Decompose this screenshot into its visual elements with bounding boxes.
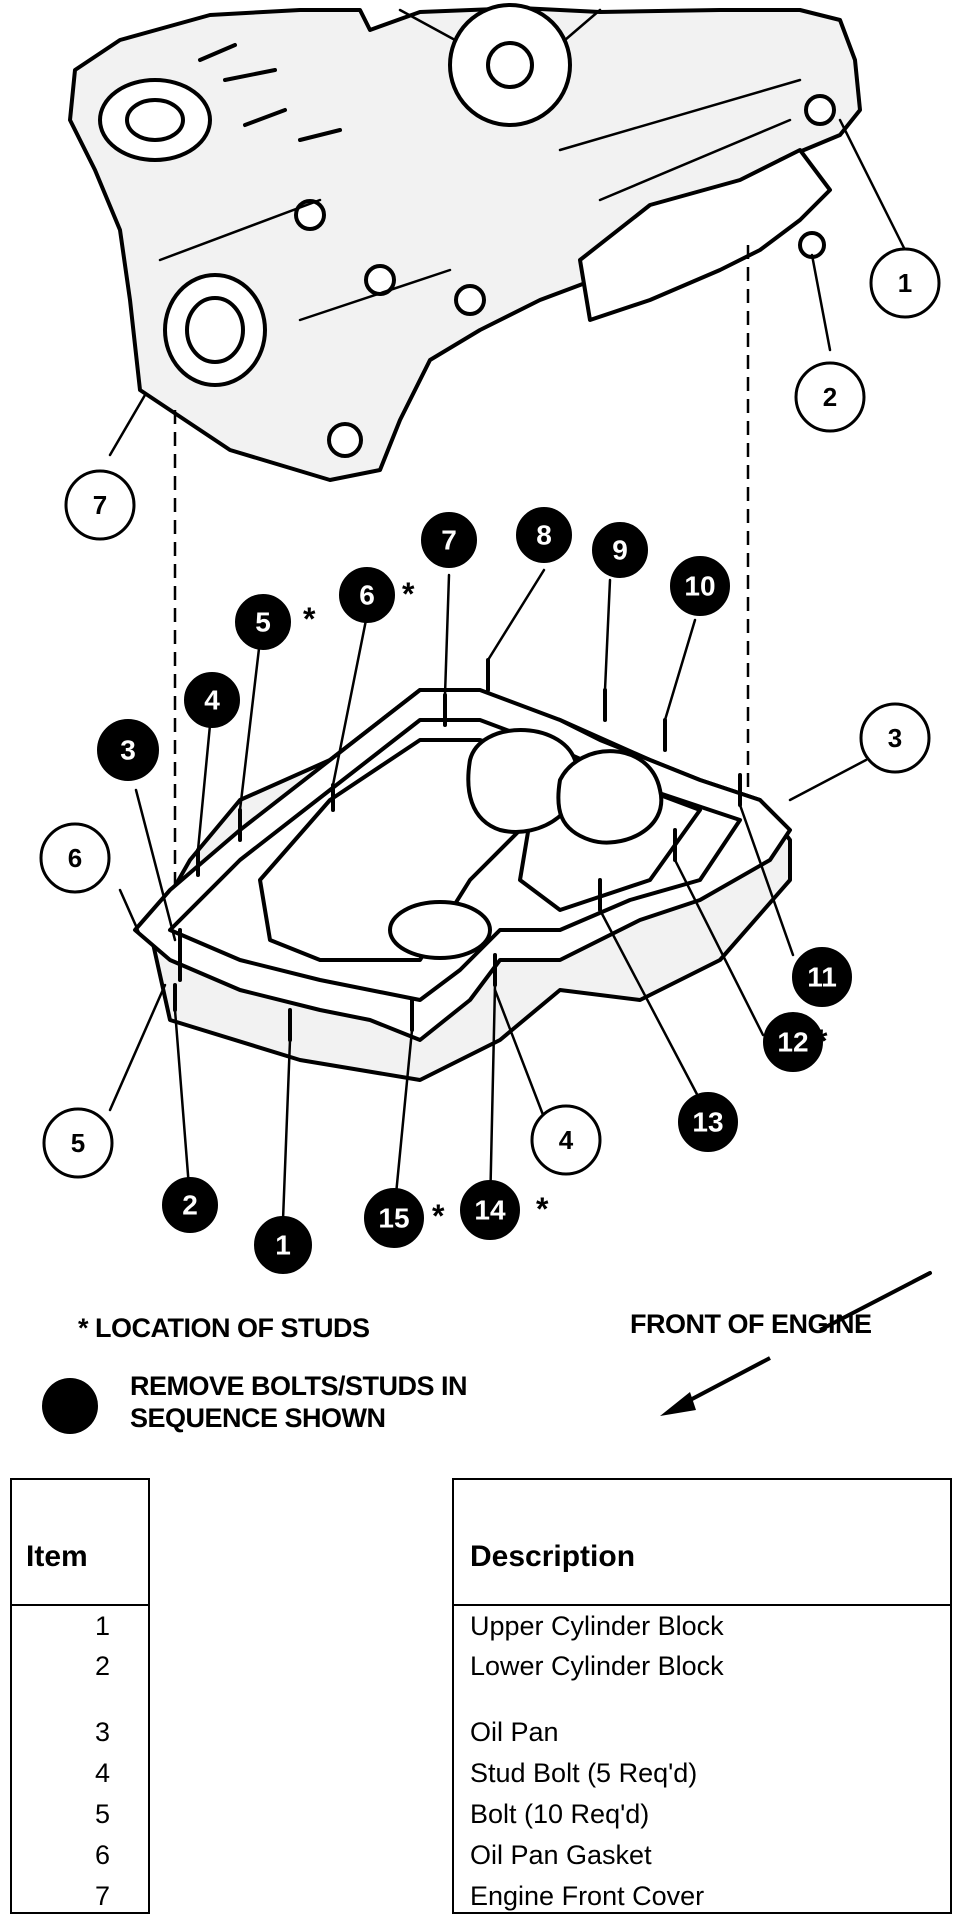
callout-1: 1 bbox=[869, 247, 941, 319]
item-cell: 7 bbox=[94, 1881, 110, 1911]
svg-text:6: 6 bbox=[68, 843, 82, 873]
svg-text:11: 11 bbox=[807, 962, 837, 993]
item-cell: 6 bbox=[94, 1840, 110, 1870]
svg-text:14: 14 bbox=[474, 1195, 506, 1226]
item-cell: 5 bbox=[94, 1799, 110, 1829]
svg-text:7: 7 bbox=[441, 525, 457, 556]
header-rule-item bbox=[10, 1604, 150, 1606]
svg-text:1: 1 bbox=[898, 268, 912, 298]
sequence-dot-icon bbox=[42, 1378, 98, 1434]
seq-7: 7 bbox=[421, 512, 477, 568]
svg-text:10: 10 bbox=[684, 571, 715, 602]
svg-text:4: 4 bbox=[204, 685, 220, 716]
stud-marker-14: * bbox=[536, 1191, 549, 1227]
svg-text:1: 1 bbox=[275, 1230, 291, 1261]
stud-marker-5: * bbox=[303, 601, 316, 637]
item-column-frame bbox=[10, 1478, 150, 1914]
svg-text:9: 9 bbox=[612, 535, 628, 566]
description-cell: Stud Bolt (5 Req'd) bbox=[470, 1758, 698, 1788]
description-cell: Oil Pan bbox=[470, 1717, 559, 1747]
item-cell: 4 bbox=[94, 1758, 110, 1788]
front-of-engine-label: FRONT OF ENGINE bbox=[630, 1309, 872, 1339]
svg-text:7: 7 bbox=[93, 490, 107, 520]
seq-13: 13 bbox=[678, 1092, 738, 1152]
stud-marker-6: * bbox=[402, 576, 415, 612]
svg-text:12: 12 bbox=[777, 1027, 808, 1058]
seq-12: 12 bbox=[763, 1012, 823, 1072]
svg-text:3: 3 bbox=[888, 723, 902, 753]
callout-5: 5 bbox=[42, 1107, 114, 1179]
seq-14: 14 bbox=[460, 1180, 520, 1240]
description-cell: Engine Front Cover bbox=[470, 1881, 705, 1911]
svg-text:13: 13 bbox=[692, 1107, 723, 1138]
description-column-frame bbox=[452, 1478, 952, 1914]
seq-10: 10 bbox=[670, 556, 730, 616]
sequence-legend-line1: REMOVE BOLTS/STUDS IN bbox=[130, 1371, 468, 1401]
svg-text:6: 6 bbox=[359, 580, 375, 611]
callout-3: 3 bbox=[859, 702, 931, 774]
sequence-legend-line2: SEQUENCE SHOWN bbox=[130, 1403, 386, 1433]
header-rule-description bbox=[452, 1604, 952, 1606]
svg-text:5: 5 bbox=[71, 1128, 85, 1158]
item-header: Item bbox=[26, 1540, 88, 1573]
item-cell: 2 bbox=[94, 1651, 110, 1681]
stud-marker-12: * bbox=[815, 1023, 828, 1059]
callout-2: 2 bbox=[794, 361, 866, 433]
callout-4: 4 bbox=[530, 1104, 602, 1176]
description-cell: Lower Cylinder Block bbox=[470, 1651, 724, 1681]
seq-1: 1 bbox=[254, 1216, 312, 1274]
svg-text:5: 5 bbox=[255, 607, 271, 638]
seq-6: 6 bbox=[339, 567, 395, 623]
seq-4: 4 bbox=[184, 672, 240, 728]
seq-8: 8 bbox=[516, 507, 572, 563]
stud-marker-15: * bbox=[432, 1198, 445, 1234]
pan-fasteners bbox=[173, 658, 742, 1042]
seq-9: 9 bbox=[592, 522, 648, 578]
svg-text:4: 4 bbox=[559, 1125, 574, 1155]
seq-2: 2 bbox=[162, 1177, 218, 1233]
item-cell: 1 bbox=[94, 1611, 110, 1641]
item-cell: 3 bbox=[94, 1717, 110, 1747]
svg-text:15: 15 bbox=[378, 1203, 409, 1234]
callout-7: 7 bbox=[64, 469, 136, 541]
svg-text:8: 8 bbox=[536, 520, 552, 551]
oil-pan-exploded-diagram: 1 2 7 3 6 5 4 3 4 5 6 7 8 9 10 11 12 13 … bbox=[39, 3, 941, 1280]
callout-6: 6 bbox=[39, 822, 111, 894]
svg-text:2: 2 bbox=[823, 382, 837, 412]
seq-11: 11 bbox=[792, 947, 852, 1007]
seq-3: 3 bbox=[97, 719, 159, 781]
seq-5: 5 bbox=[235, 594, 291, 650]
front-of-engine-arrow bbox=[912, 1271, 932, 1280]
svg-text:3: 3 bbox=[120, 735, 136, 766]
description-header: Description bbox=[470, 1540, 636, 1573]
seq-15: 15 bbox=[364, 1188, 424, 1248]
description-cell: Upper Cylinder Block bbox=[470, 1611, 724, 1641]
engine-block-illustration bbox=[68, 3, 862, 482]
oil-pan-illustration bbox=[133, 688, 792, 1082]
svg-text:2: 2 bbox=[182, 1190, 198, 1221]
leader-lines bbox=[108, 118, 907, 1222]
studs-legend: * LOCATION OF STUDS bbox=[78, 1313, 370, 1343]
description-cell: Oil Pan Gasket bbox=[470, 1840, 652, 1870]
description-cell: Bolt (10 Req'd) bbox=[470, 1799, 650, 1829]
